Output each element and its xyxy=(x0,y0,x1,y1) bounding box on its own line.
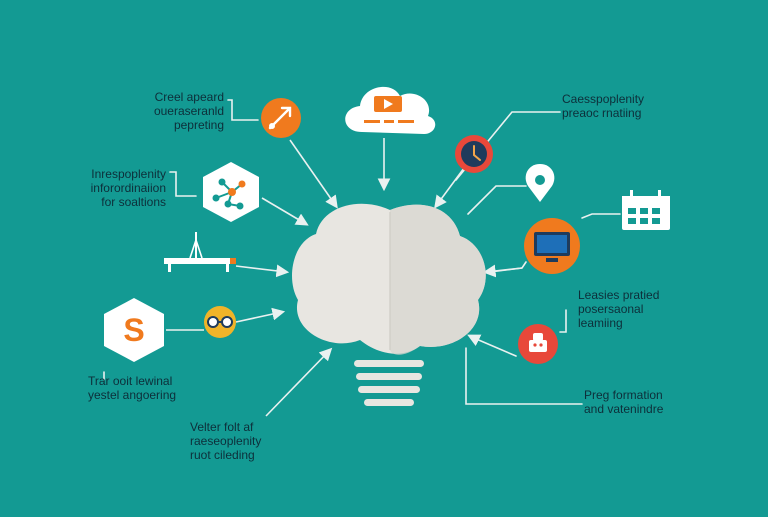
label-low-right: Preg formation and vatenindre xyxy=(584,388,694,416)
dollar-hexagon-icon: S xyxy=(104,298,164,362)
arrow-from-monitor xyxy=(482,264,523,278)
arrows-right xyxy=(467,264,523,347)
label-top-right: Caesspoplenity preaoc rnatiing xyxy=(562,92,672,120)
connector-calendar xyxy=(581,213,621,219)
label-mid-right-line-3: leamiing xyxy=(578,316,623,330)
connector-top-left-bracket xyxy=(227,99,259,121)
arrow-circle-icon xyxy=(261,98,301,138)
label-mid-left-line-2: inforordinaiion xyxy=(90,181,166,195)
glasses-icon xyxy=(204,306,236,338)
arrow-from-arrow-circle xyxy=(289,139,338,209)
label-top-left-line-1: Creel apeard xyxy=(154,90,224,104)
label-bottom-center: Velter folt af raeseoplenity ruot ciledi… xyxy=(190,420,300,462)
connector-mid-left-bracket xyxy=(169,171,197,197)
arrows xyxy=(235,138,471,417)
label-mid-left: Inrespoplenity inforordinaiion for soalt… xyxy=(60,167,166,209)
svg-text:S: S xyxy=(123,312,144,348)
location-pin-icon xyxy=(525,164,555,202)
monitor-icon xyxy=(524,218,580,274)
arrow-from-network-hexagon xyxy=(261,197,309,226)
label-bottom-center-line-2: raeseoplenity xyxy=(190,434,262,448)
arrow-from-chart-stand xyxy=(235,264,290,278)
connector-low-right-bracket xyxy=(465,347,583,405)
label-mid-right: Leasies pratied posersaonal leamiing xyxy=(578,288,688,330)
label-bottom-center-line-3: ruot cileding xyxy=(190,448,255,462)
arrow-from-bottom-label xyxy=(265,347,333,417)
connector-robot xyxy=(473,337,517,357)
label-bottom-center-line-1: Velter folt af xyxy=(190,420,254,434)
robot-icon xyxy=(518,324,558,364)
label-low-right-line-1: Preg formation xyxy=(584,388,663,402)
arrow-from-robot xyxy=(467,334,482,347)
video-cloud-icon xyxy=(345,86,436,134)
chart-stand-icon xyxy=(164,232,236,272)
calendar-icon xyxy=(622,190,670,230)
label-top-left-line-3: pepreting xyxy=(173,118,224,132)
lightbulb-cloud-icon xyxy=(292,203,486,406)
label-mid-right-line-1: Leasies pratied xyxy=(578,288,660,302)
connector-pin xyxy=(467,185,527,215)
connector-mid-right-bracket xyxy=(559,309,567,333)
label-top-left-line-2: oueraseranld xyxy=(153,104,224,118)
label-low-left-line-2: yestel angoering xyxy=(88,388,177,402)
label-top-right-line-1: Caesspoplenity xyxy=(562,92,645,106)
arrow-from-glasses xyxy=(235,307,286,323)
label-mid-left-line-1: Inrespoplenity xyxy=(91,167,166,181)
label-low-left: Trar ooit lewinal yestel angoering xyxy=(88,374,208,402)
network-hexagon-icon xyxy=(203,162,259,222)
clock-icon xyxy=(455,135,493,173)
label-top-right-line-2: preaoc rnatiing xyxy=(562,106,642,120)
label-mid-left-line-3: for soaltions xyxy=(101,195,166,209)
label-low-left-line-1: Trar ooit lewinal xyxy=(88,374,173,388)
label-top-left: Creel apeard oueraseranld pepreting xyxy=(120,90,224,132)
label-mid-right-line-2: posersaonal xyxy=(578,302,644,316)
label-low-right-line-2: and vatenindre xyxy=(584,402,664,416)
